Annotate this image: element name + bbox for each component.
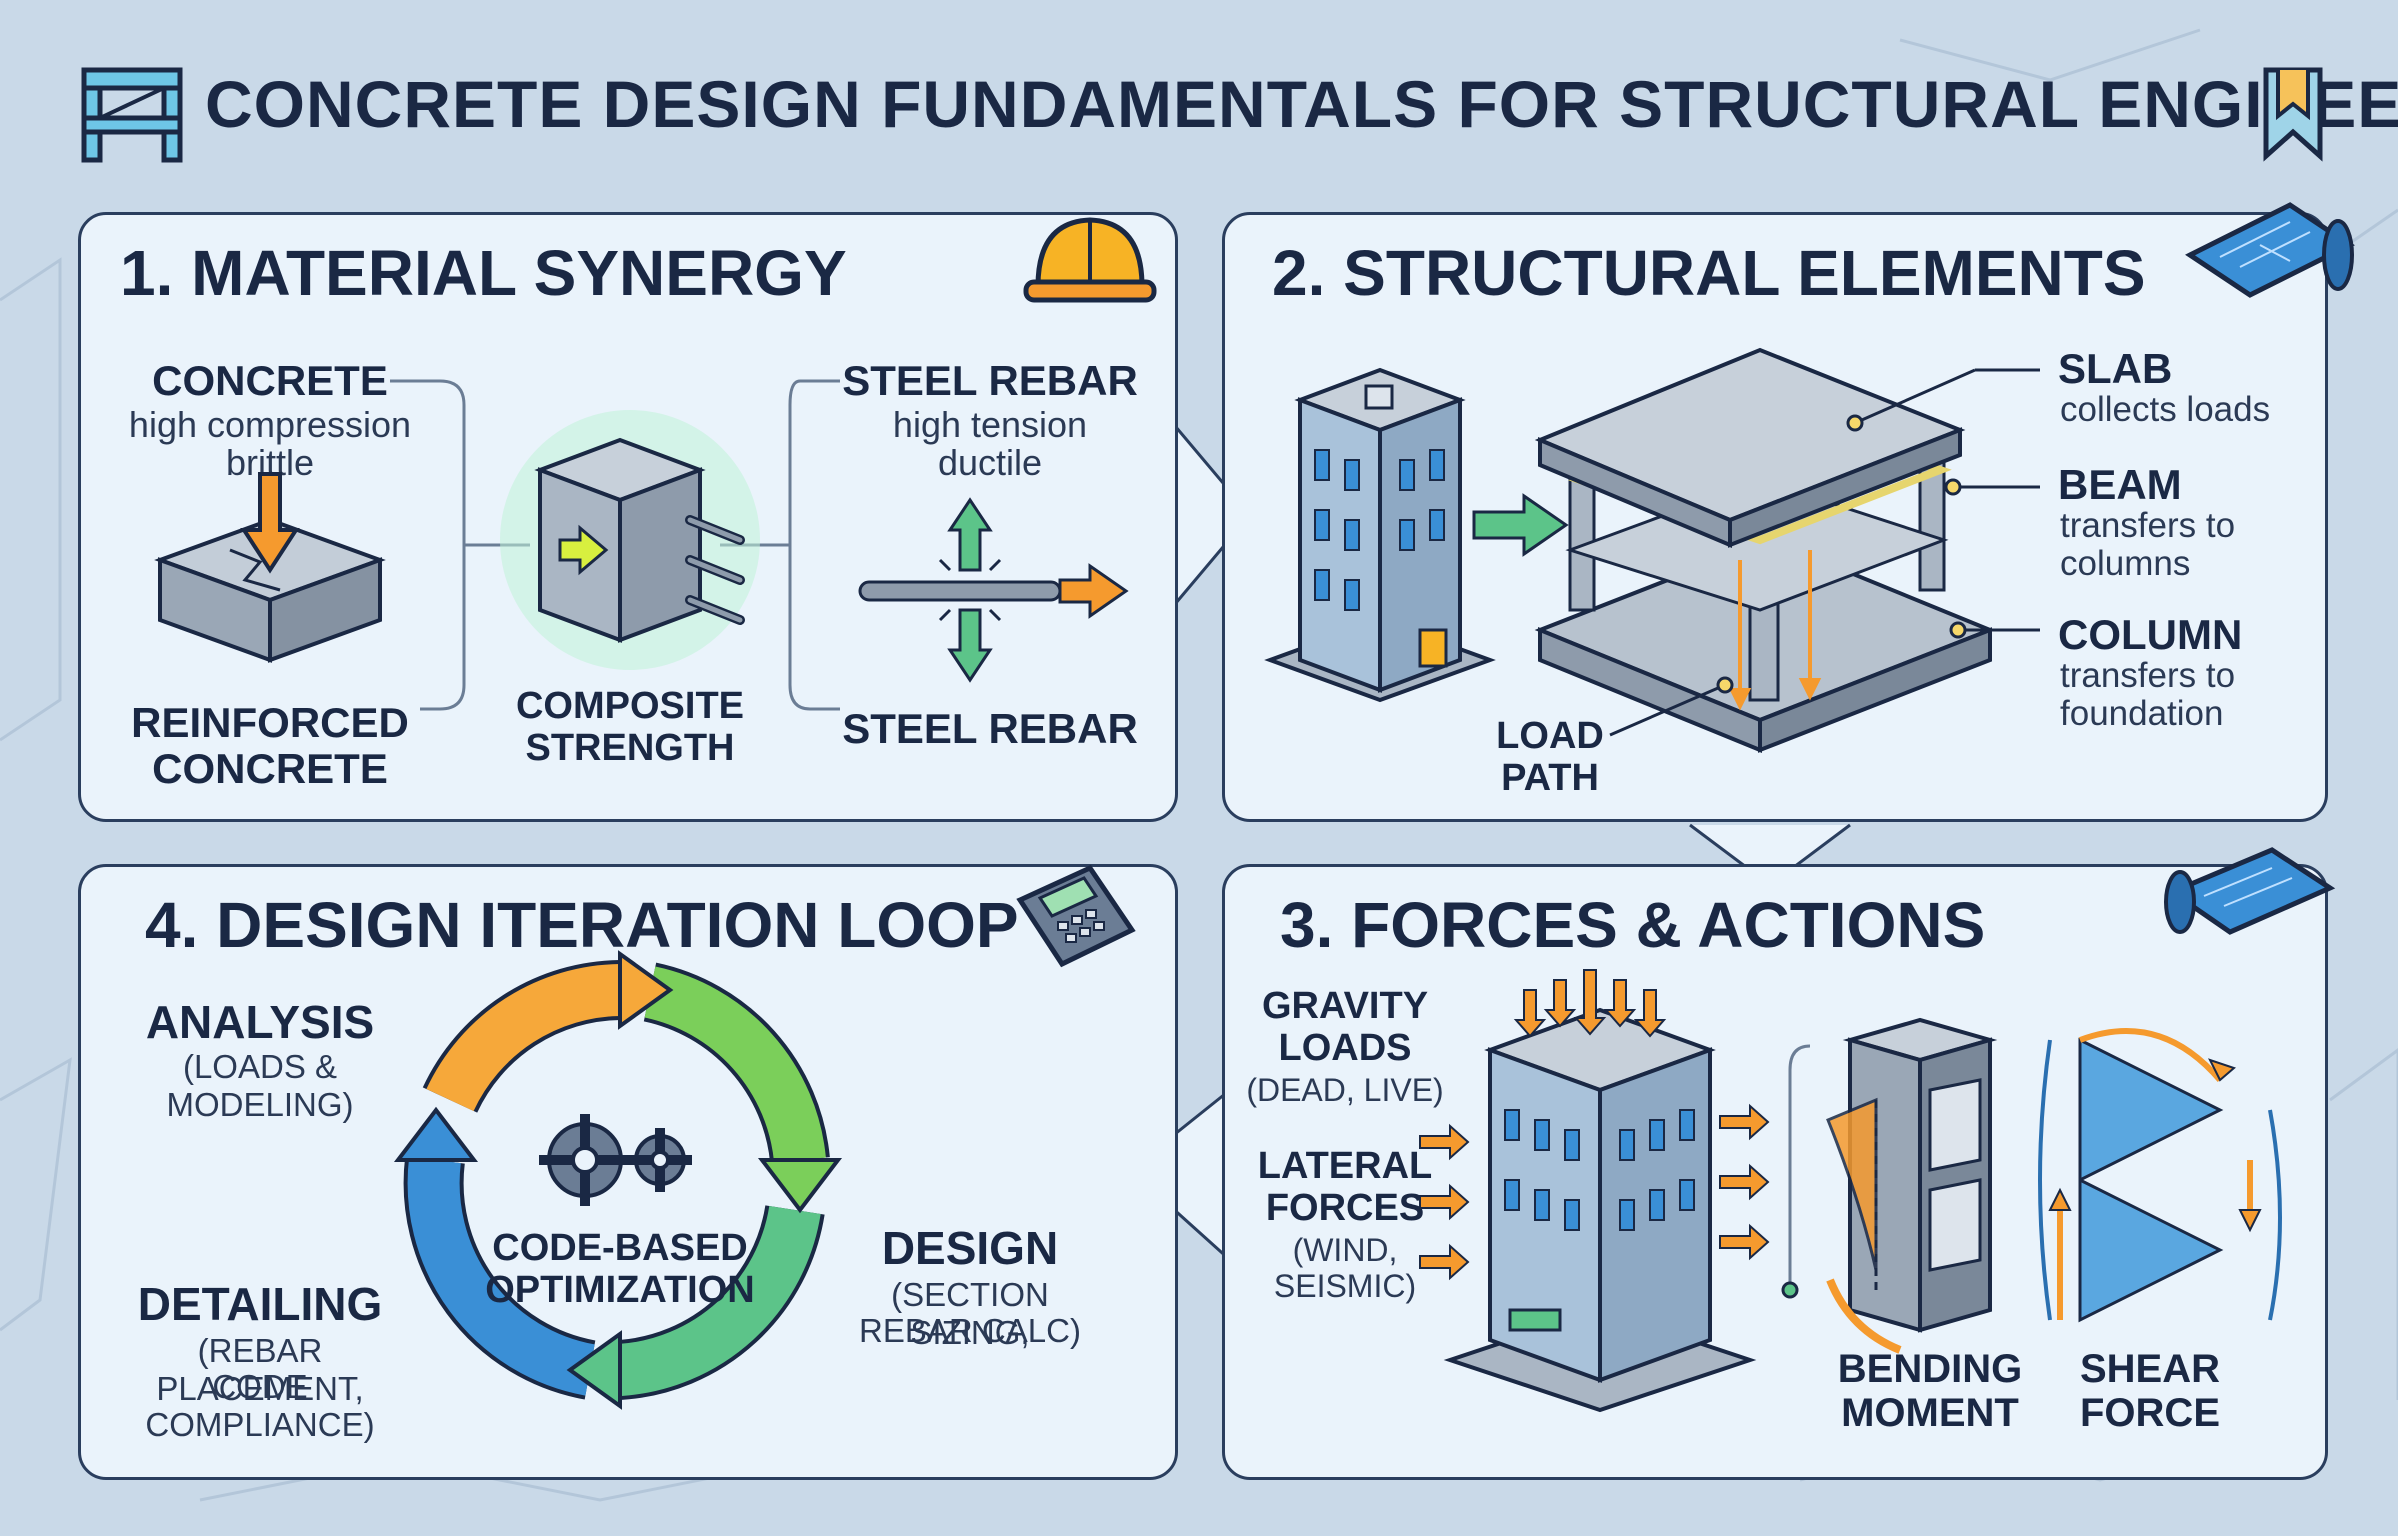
blueprint-roll-icon — [2164, 847, 2336, 935]
structural-frame-diagram — [1534, 347, 1996, 753]
reinforced-label-1: REINFORCED — [131, 699, 409, 746]
design-label: DESIGN — [881, 1222, 1059, 1274]
building-icon — [1264, 367, 1496, 703]
load-path-label-1: LOAD — [1496, 715, 1604, 757]
column-label: COLUMN — [2058, 611, 2243, 658]
load-path-label-2: PATH — [1501, 757, 1599, 799]
lateral-label-1: LATERAL — [1257, 1145, 1433, 1187]
reinforced-label-2: CONCRETE — [152, 745, 388, 792]
slab-desc: collects loads — [2060, 390, 2271, 429]
detailing-label: DETAILING — [137, 1278, 383, 1330]
beam-desc-1: transfers to — [2060, 506, 2236, 545]
panel-title: 4. DESIGN ITERATION LOOP — [145, 889, 1019, 961]
iteration-cycle-diagram — [393, 950, 843, 1410]
loaded-building-diagram — [1419, 969, 1770, 1413]
beam-label: BEAM — [2058, 461, 2182, 508]
bending-moment-diagram — [1826, 1017, 1998, 1354]
beam-desc-2: columns — [2060, 544, 2191, 583]
rebar-tension-diagram — [858, 497, 1129, 683]
composite-block — [500, 410, 760, 670]
compression-arrow-icon — [240, 472, 300, 574]
column-desc-1: transfers to — [2060, 656, 2236, 695]
lateral-label-2: FORCES — [1265, 1187, 1425, 1229]
analysis-label: ANALYSIS — [145, 996, 375, 1048]
page-title: CONCRETE DESIGN FUNDAMENTALS FOR STRUCTU… — [205, 67, 2398, 141]
bending-label-1: BENDING — [1837, 1347, 2023, 1391]
calculator-icon — [1016, 864, 1136, 968]
bending-label-2: MOMENT — [1841, 1391, 2019, 1435]
panel-title: 1. MATERIAL SYNERGY — [120, 237, 847, 309]
detailing-desc-2: CODE COMPLIANCE) — [145, 1368, 375, 1443]
hard-hat-icon — [1023, 217, 1157, 303]
concrete-desc-1: high compression — [128, 404, 412, 445]
slab-label: SLAB — [2058, 345, 2173, 392]
rebar-desc-1: high tension — [892, 404, 1088, 445]
panel-forces-actions — [1222, 864, 2328, 1480]
panel-title: 2. STRUCTURAL ELEMENTS — [1272, 237, 2146, 309]
bracket-lines — [1781, 1044, 1811, 1299]
gravity-label-2: LOADS — [1278, 1027, 1412, 1069]
bookmark-icon — [2263, 67, 2323, 162]
design-desc-2: REBAR CALC) — [859, 1312, 1081, 1349]
blueprint-roll-icon — [2185, 202, 2355, 298]
center-label-1: CODE-BASED — [492, 1227, 748, 1269]
gear-icon — [539, 1114, 692, 1206]
arrow-right-icon — [1472, 493, 1569, 557]
panel-title: 3. FORCES & ACTIONS — [1280, 889, 1986, 961]
gravity-desc: (DEAD, LIVE) — [1246, 1072, 1444, 1108]
shear-label-1: SHEAR — [2079, 1347, 2221, 1391]
steel-rebar-label: STEEL REBAR — [842, 357, 1138, 404]
composite-label-2: STRENGTH — [525, 727, 735, 769]
concrete-label: CONCRETE — [152, 357, 388, 404]
detailing-desc-1: (REBAR PLACEMENT, — [156, 1332, 364, 1407]
steel-rebar-label-bottom: STEEL REBAR — [842, 705, 1138, 752]
shear-label-2: FORCE — [2080, 1391, 2220, 1435]
gravity-label-1: GRAVITY — [1261, 985, 1429, 1027]
frame-logo-icon — [81, 67, 183, 163]
analysis-desc: (LOADS & MODELING) — [166, 1048, 354, 1123]
design-desc-1: (SECTION SIZING, — [891, 1276, 1049, 1351]
center-label-2: OPTIMIZATION — [485, 1269, 755, 1311]
rebar-desc-2: ductile — [937, 442, 1043, 483]
column-desc-2: foundation — [2060, 694, 2224, 733]
lateral-desc-2: SEISMIC) — [1273, 1268, 1417, 1304]
composite-label-1: COMPOSITE — [515, 685, 745, 727]
shear-force-diagram — [2038, 1028, 2282, 1323]
lateral-desc-1: (WIND, — [1292, 1232, 1398, 1268]
